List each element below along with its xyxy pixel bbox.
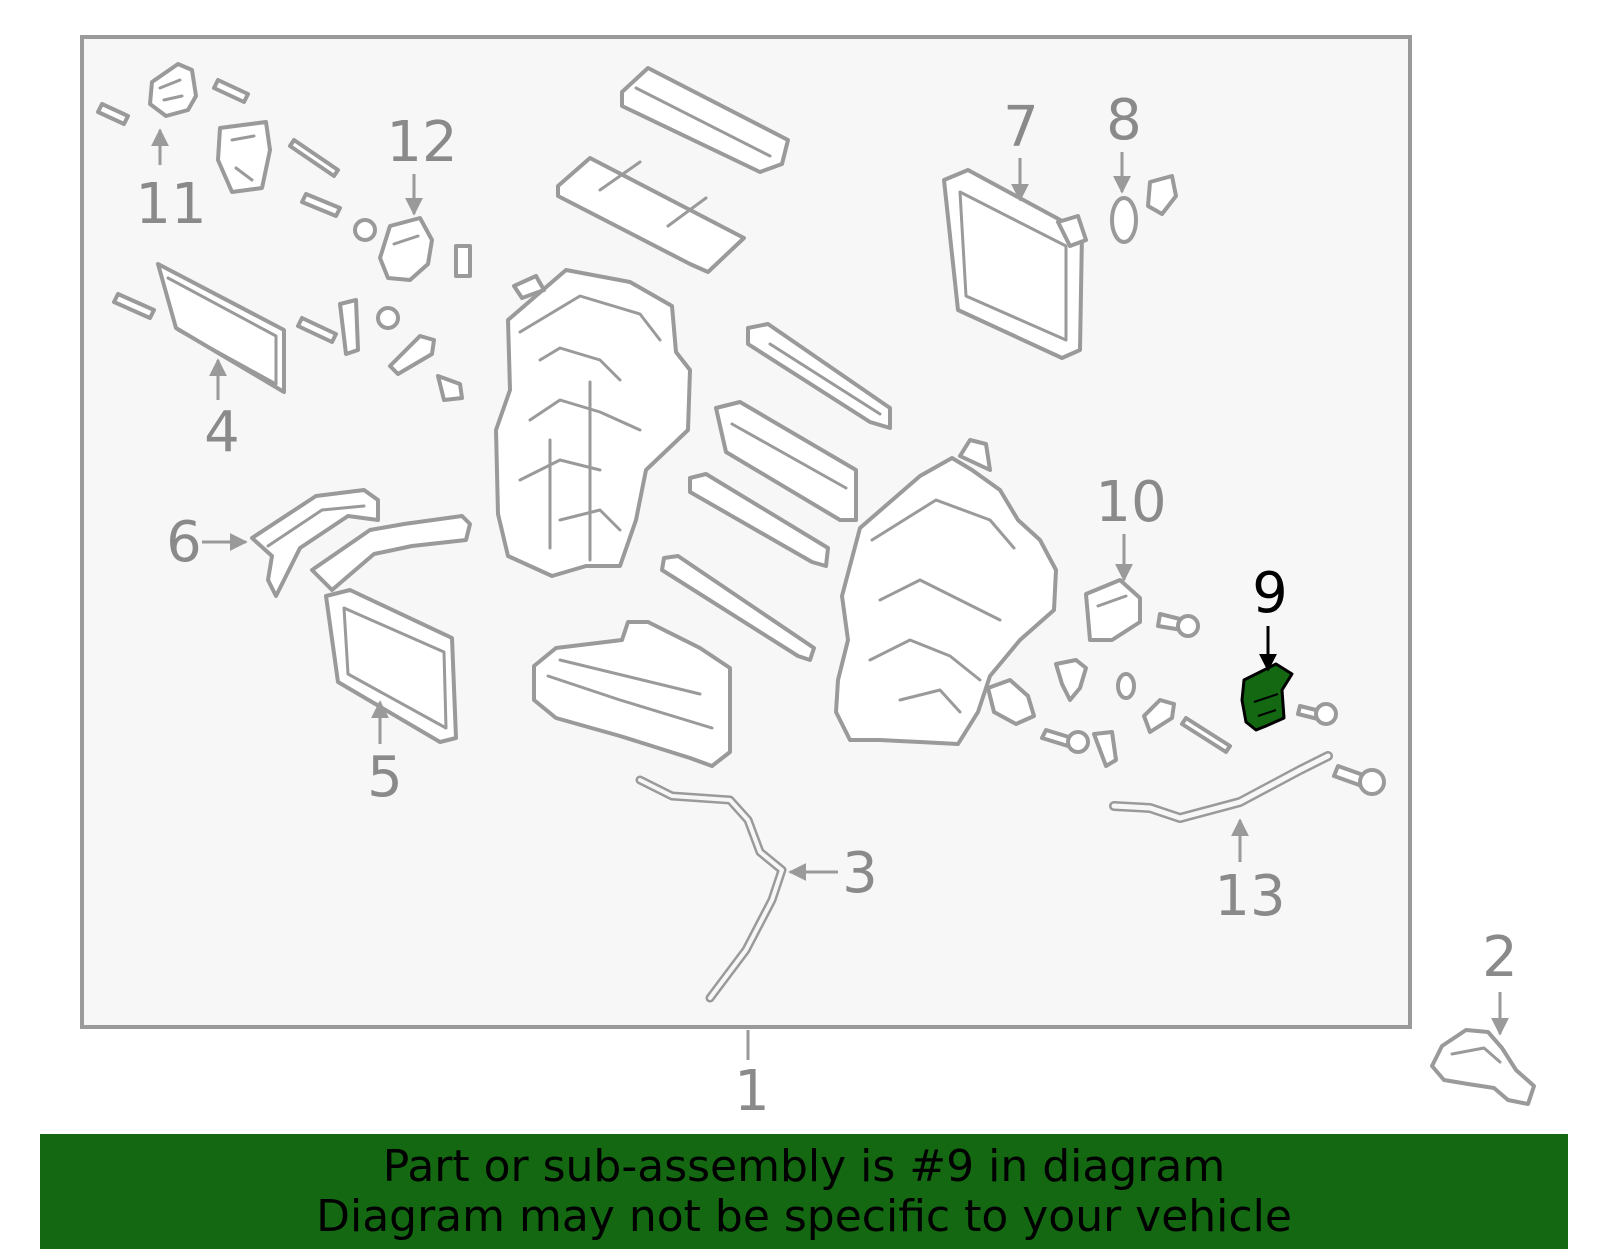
small-hardware <box>986 658 1232 768</box>
callout-1: 1 <box>734 1059 770 1124</box>
callout-8: 8 <box>1106 88 1142 153</box>
callout-4: 4 <box>204 400 240 465</box>
part-10-actuator <box>1084 578 1200 642</box>
bottom-tray <box>532 620 732 768</box>
callout-2: 2 <box>1482 925 1518 990</box>
part-3-drain-hose <box>635 775 787 1003</box>
right-case-half <box>834 438 1058 746</box>
seal-frames <box>556 66 790 274</box>
callout-13: 13 <box>1214 864 1286 929</box>
callout-5: 5 <box>367 745 403 810</box>
callout-7: 7 <box>1003 95 1039 160</box>
left-case-half <box>494 268 692 578</box>
part-7-evaporator <box>942 168 1088 360</box>
damper-doors <box>660 322 892 662</box>
part-13-hose <box>1109 751 1386 823</box>
banner-line-part: Part or sub-assembly is #9 in diagram <box>382 1140 1226 1192</box>
callout-10: 10 <box>1095 470 1167 535</box>
part-5-heater-core <box>310 514 472 744</box>
part-11-bracket <box>96 62 377 242</box>
callout-3: 3 <box>842 841 878 906</box>
banner-line-disclaimer: Diagram may not be specific to your vehi… <box>316 1190 1292 1242</box>
part-2-duct <box>1430 1028 1536 1106</box>
part-4-filter <box>112 262 464 402</box>
part-12-actuator <box>378 216 472 282</box>
part-8-o-ring <box>1110 174 1178 244</box>
callout-12: 12 <box>386 110 458 175</box>
callout-11: 11 <box>135 172 207 237</box>
info-banner: Part or sub-assembly is #9 in diagram Di… <box>40 1134 1568 1249</box>
callout-9: 9 <box>1252 561 1288 626</box>
part-9-highlighted <box>1240 662 1338 732</box>
callout-6: 6 <box>166 510 202 575</box>
part-6-heater-pipes <box>250 488 380 598</box>
